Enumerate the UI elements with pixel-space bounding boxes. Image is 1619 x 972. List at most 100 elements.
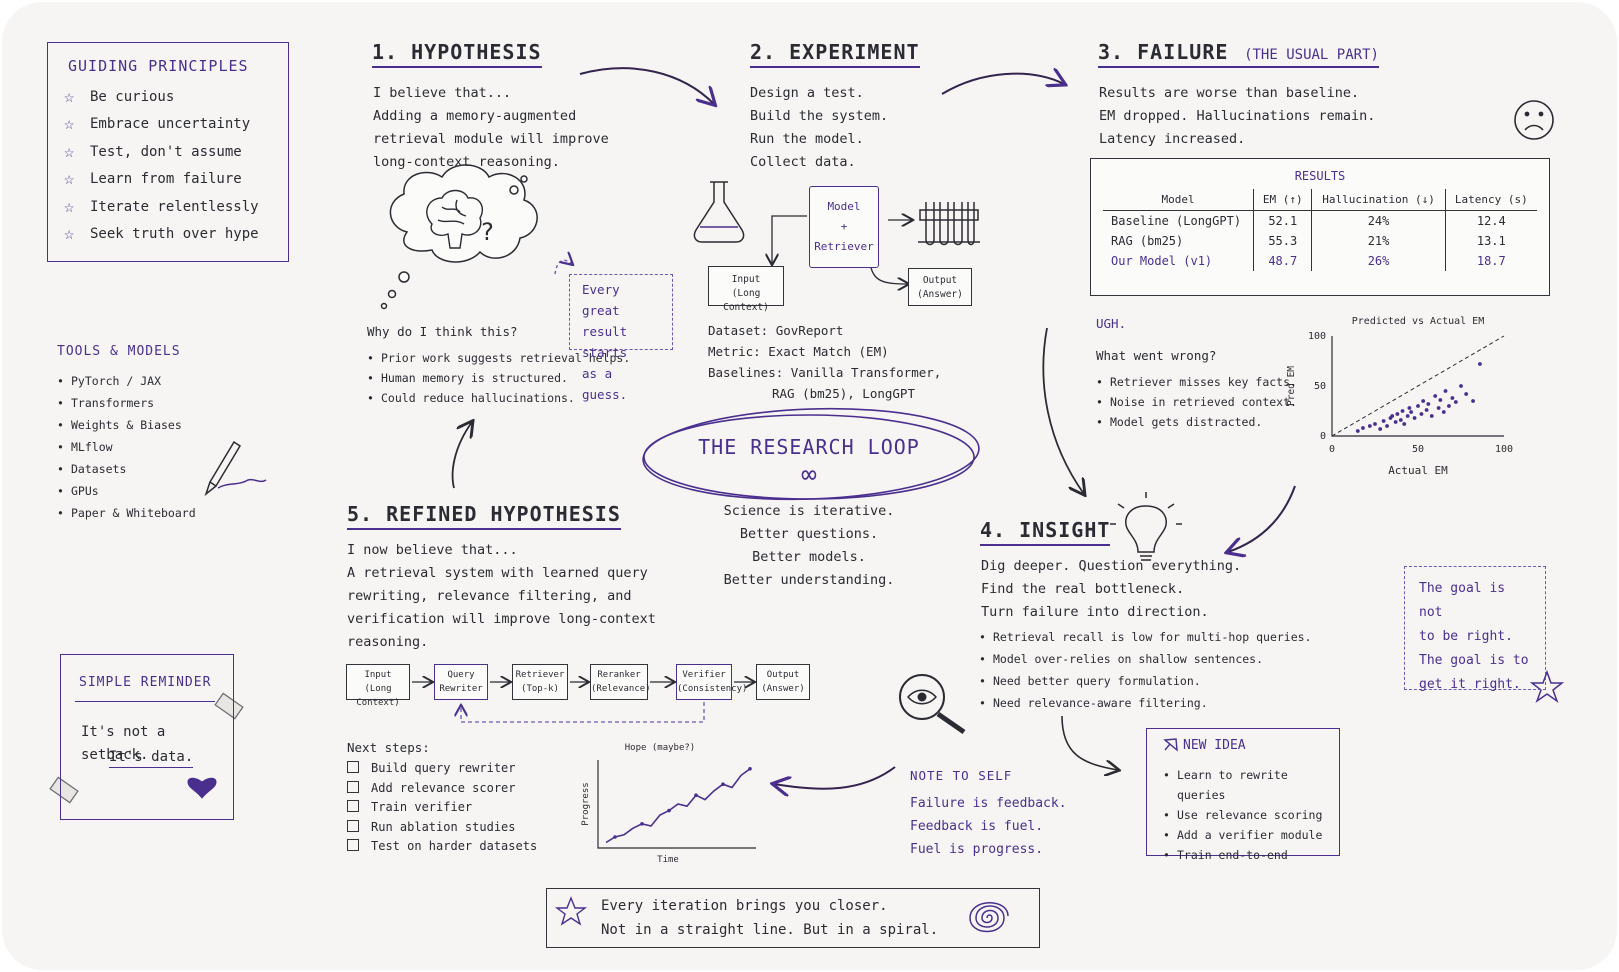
failure-reason: Noise in retrieved context. — [1096, 392, 1297, 412]
experiment-line: Build the system. — [750, 108, 889, 124]
scatter-point — [1407, 406, 1412, 410]
next-step-item[interactable]: Build query rewriter — [347, 758, 537, 778]
results-cell: 55.3 — [1253, 231, 1312, 251]
sad-face-icon — [1514, 100, 1554, 140]
scatter-point — [1395, 412, 1400, 416]
arrow-hypothesis-to-experiment — [579, 67, 714, 104]
results-cell: Baseline (LongGPT) — [1111, 214, 1242, 228]
hypothesis-reason: Could reduce hallucinations. — [367, 388, 630, 408]
next-step-item[interactable]: Run ablation studies — [347, 817, 537, 837]
line-ylabel: Progress — [581, 782, 591, 825]
principle-label: Test, don't assume — [90, 143, 242, 160]
scatter-point — [1378, 427, 1383, 431]
guiding-principles-card: GUIDING PRINCIPLES ☆Be curious☆Embrace u… — [47, 42, 289, 262]
insight-line: Turn failure into direction. — [981, 604, 1209, 620]
results-header-cell: Latency (s) — [1444, 189, 1537, 211]
hypothesis-reason: Human memory is structured. — [367, 368, 630, 388]
pipeline-box-line: Output — [766, 670, 800, 680]
pipeline-box-line: (Top-k) — [521, 684, 559, 694]
pipeline-box-line: (Relevance) — [591, 684, 651, 694]
metric-line: Metric: Exact Match (EM) — [708, 344, 889, 359]
scatter-xlabel: Actual EM — [1388, 464, 1448, 477]
input-box-line: Input — [731, 274, 761, 285]
results-header-cell: EM (↑) — [1253, 189, 1312, 211]
insight-bullet: Need relevance-aware filtering. — [979, 692, 1312, 714]
pipeline-box-line: (Answer) — [761, 684, 805, 694]
next-step-item[interactable]: Train verifier — [347, 797, 537, 817]
results-cell: 52.1 — [1253, 210, 1312, 231]
scatter-point — [1438, 398, 1443, 402]
output-box-line: Output — [922, 275, 958, 286]
experiment-input-box: Input(Long Context) — [708, 266, 784, 313]
results-cell: 13.1 — [1444, 231, 1537, 251]
checkbox[interactable] — [347, 761, 359, 773]
principle-item: ☆Test, don't assume — [64, 138, 259, 166]
next-step-item[interactable]: Add relevance scorer — [347, 778, 537, 798]
refined-line: verification will improve long-context — [347, 611, 656, 627]
scatter-point — [1393, 420, 1398, 424]
tool-item: Paper & Whiteboard — [57, 502, 196, 524]
scatter-point — [1429, 414, 1434, 418]
tool-item: Weights & Biases — [57, 414, 196, 436]
next-steps-title: Next steps: — [347, 740, 430, 755]
brain-icon — [426, 189, 484, 249]
checkbox[interactable] — [347, 800, 359, 812]
scatter-point — [1426, 402, 1431, 406]
scatter-point — [1478, 362, 1482, 366]
refined-title: 5. REFINED HYPOTHESIS — [347, 502, 621, 530]
next-step-item[interactable]: Test on harder datasets — [347, 836, 537, 856]
star-icon: ☆ — [64, 114, 75, 135]
results-cell: 26% — [1311, 251, 1446, 271]
hypothesis-title: 1. HYPOTHESIS — [372, 40, 542, 68]
magnifier-eye-icon — [899, 674, 966, 735]
scatter-point — [1412, 416, 1417, 420]
scatter-point — [1398, 418, 1403, 422]
loop-line: Better questions. — [739, 526, 879, 542]
results-title: RESULTS — [1294, 169, 1346, 183]
scatter-point — [1355, 429, 1360, 433]
new-idea-item: Use relevance scoring — [1163, 805, 1339, 825]
checkbox[interactable] — [347, 819, 359, 832]
scatter-xtick: 50 — [1412, 444, 1424, 455]
pipeline-box-line: Retriever — [515, 670, 565, 680]
scatter-point — [1443, 389, 1448, 393]
checkbox[interactable] — [347, 839, 359, 851]
new-idea-card: NEW IDEA Learn to rewrite queriesUse rel… — [1146, 728, 1340, 865]
scatter-point — [1436, 406, 1441, 410]
scatter-point — [1373, 422, 1377, 426]
hypothesis-line: I believe that... — [373, 85, 512, 101]
reminder-line1: It's not a setback. — [81, 724, 166, 763]
scatter-ytick: 0 — [1320, 431, 1326, 442]
new-idea-item: Learn to rewrite queries — [1163, 765, 1339, 805]
goal-line: The goal is not — [1419, 581, 1506, 620]
results-cell: RAG (bm25) — [1111, 234, 1184, 248]
insight-line: Find the real bottleneck. — [981, 581, 1185, 597]
research-loop-title: THE RESEARCH LOOP — [698, 435, 920, 459]
results-cell: Our Model (v1) — [1111, 254, 1213, 268]
line-series — [605, 768, 751, 844]
pipeline-arrows — [412, 664, 826, 723]
footer-line2: Not in a straight line. But in a spiral. — [601, 922, 939, 938]
pipeline-box: Output (Answer) — [756, 664, 810, 700]
pipeline-box: Reranker(Relevance) — [590, 664, 651, 700]
tool-item: Datasets — [57, 458, 196, 480]
principles-title: GUIDING PRINCIPLES — [68, 57, 249, 75]
scatter-point — [1405, 414, 1410, 418]
hypothesis-why: Why do I think this? — [367, 324, 518, 339]
goal-line: get it right. — [1419, 677, 1521, 692]
checkbox[interactable] — [347, 780, 359, 793]
baselines-line: Baselines: Vanilla Transformer, — [708, 365, 942, 380]
line-title: Hope (maybe?) — [625, 743, 695, 753]
goal-star-icon — [1529, 669, 1565, 703]
scatter-title: Predicted vs Actual EM — [1352, 316, 1484, 327]
footer-line1: Every iteration brings you closer. — [601, 898, 888, 914]
results-cell: 24% — [1311, 210, 1446, 231]
spiral-icon — [969, 902, 1009, 933]
